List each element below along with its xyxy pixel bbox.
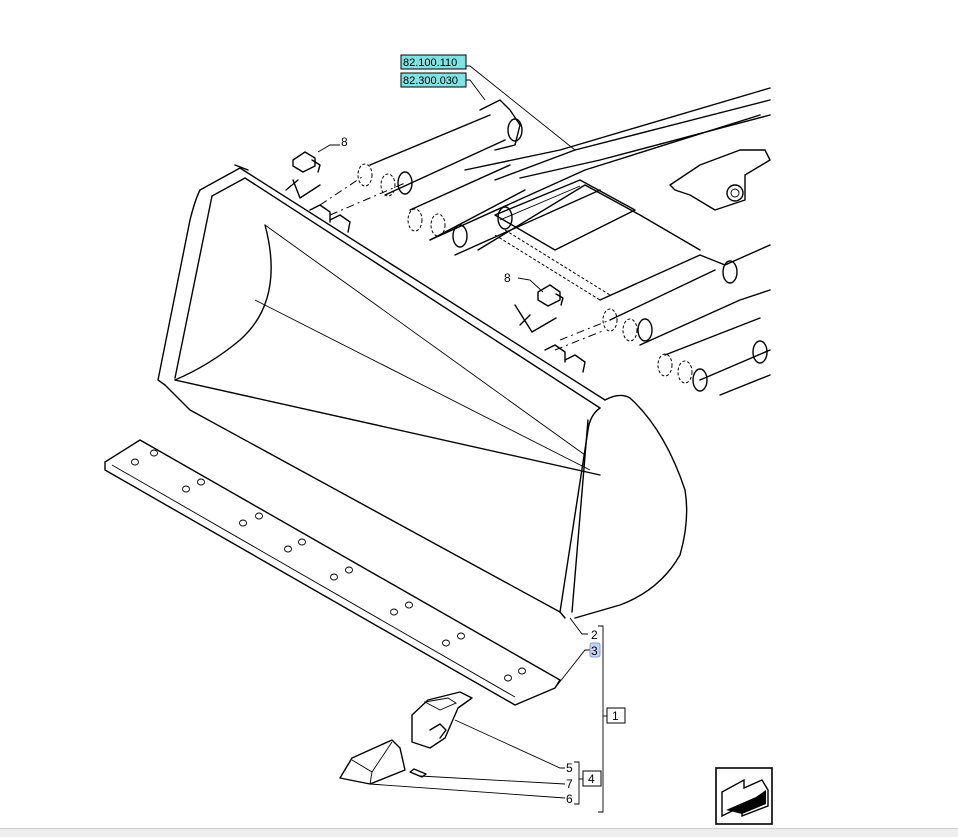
callout-7[interactable]: 7 xyxy=(566,777,573,791)
linkage-pin xyxy=(602,260,738,342)
callout-2[interactable]: 2 xyxy=(591,628,598,642)
bolt-hole xyxy=(255,512,263,520)
bolt-hole xyxy=(239,519,247,527)
grease-fitting xyxy=(514,284,564,333)
bolt-hole xyxy=(504,674,512,682)
grease-fitting xyxy=(285,151,321,199)
bolt-hole xyxy=(197,478,205,486)
bolt-hole xyxy=(330,573,338,581)
bucket-lug xyxy=(544,344,586,373)
retaining-pin xyxy=(409,768,427,778)
callout-box xyxy=(606,707,626,724)
loader-arm-linkage xyxy=(319,87,771,396)
bolt-hole xyxy=(150,449,158,457)
bucket-lug xyxy=(309,204,351,233)
tooth-adapter xyxy=(411,691,473,749)
callout-8[interactable]: 8 xyxy=(504,271,511,285)
loader-bucket xyxy=(157,164,688,619)
callout-8[interactable]: 8 xyxy=(341,135,348,149)
callout-1[interactable]: 1 xyxy=(612,709,619,723)
bolt-hole xyxy=(457,632,465,640)
callout-5[interactable]: 5 xyxy=(566,761,573,775)
bolt-hole xyxy=(182,485,190,493)
reference-box xyxy=(400,54,467,70)
bolt-hole xyxy=(345,566,353,574)
linkage-pin xyxy=(407,206,513,248)
callout-highlight xyxy=(589,642,601,658)
reference-text: 82.300.030 xyxy=(403,75,458,87)
callout-4[interactable]: 4 xyxy=(588,772,595,786)
callout-box xyxy=(582,770,602,787)
reference-link[interactable]: 82.100.110 xyxy=(400,54,467,70)
callout-6[interactable]: 6 xyxy=(566,792,573,806)
cutting-edge-blade xyxy=(104,439,561,706)
linkage-pin xyxy=(657,340,768,392)
bolt-hole xyxy=(298,538,306,546)
bolt-hole xyxy=(284,545,292,553)
direction-arrow-icon[interactable] xyxy=(715,767,773,825)
bolt-hole xyxy=(442,639,450,647)
bolt-hole xyxy=(131,458,139,466)
reference-link[interactable]: 82.300.030 xyxy=(400,72,467,88)
bolt-hole xyxy=(390,608,398,616)
callout-3[interactable]: 3 xyxy=(591,644,598,658)
reference-text: 82.100.110 xyxy=(403,57,457,69)
bolt-hole xyxy=(518,667,526,675)
reference-box xyxy=(400,72,467,88)
tooth-tip xyxy=(339,739,406,785)
leader-lines xyxy=(317,65,607,813)
bottom-scrollbar[interactable] xyxy=(0,828,958,837)
linkage-pin xyxy=(357,118,523,197)
bolt-hole xyxy=(405,601,413,609)
